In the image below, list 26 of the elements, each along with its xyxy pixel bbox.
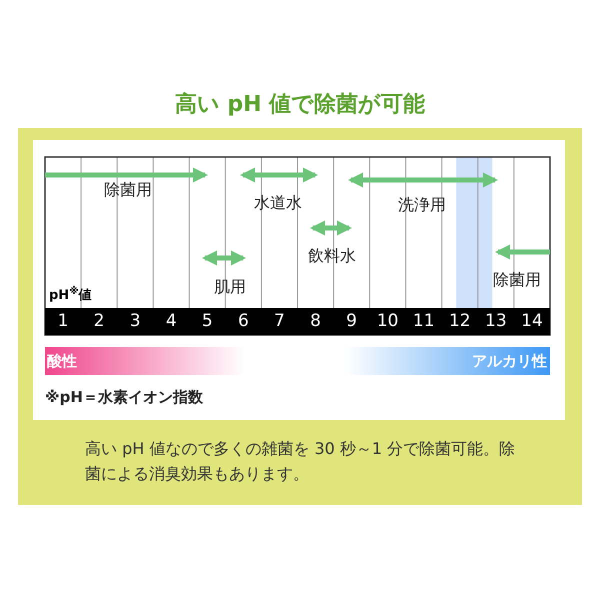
ph-number: 4 xyxy=(164,310,178,333)
ph-number: 7 xyxy=(273,310,286,333)
ph-number: 14 xyxy=(520,310,544,333)
ph-number: 13 xyxy=(484,310,508,333)
range-label: 飲料水 xyxy=(308,245,356,267)
ph-axis-label: pH$^{※}$値 xyxy=(49,286,92,305)
ph-number: 2 xyxy=(92,310,106,333)
alkaline-label: アルカリ性 xyxy=(472,351,547,372)
ph-number: 3 xyxy=(128,310,142,333)
footnote: ※pH＝水素イオン指数 xyxy=(45,387,203,408)
ph-number: 8 xyxy=(309,310,322,333)
range-label: 洗浄用 xyxy=(398,194,446,216)
ph-number: 12 xyxy=(448,310,472,333)
ph-number: 5 xyxy=(200,310,214,333)
ph-number: 10 xyxy=(376,310,400,333)
range-label: 水道水 xyxy=(254,192,302,214)
ph-number: 11 xyxy=(412,310,436,333)
range-label: 肌用 xyxy=(214,276,246,298)
range-label: 除菌用 xyxy=(493,269,541,291)
range-label: 除菌用 xyxy=(104,179,152,201)
title: 高い pH 値で除菌が可能 xyxy=(174,90,426,119)
ph-number: 6 xyxy=(236,310,250,333)
acidic-label: 酸性 xyxy=(47,351,77,372)
caption: 高い pH 値なので多くの雑菌を 30 秒～1 分で除菌可能。除菌による消臭効果もあります。 xyxy=(85,438,516,485)
ph-number: 1 xyxy=(56,310,70,333)
ph-number: 9 xyxy=(345,310,358,333)
